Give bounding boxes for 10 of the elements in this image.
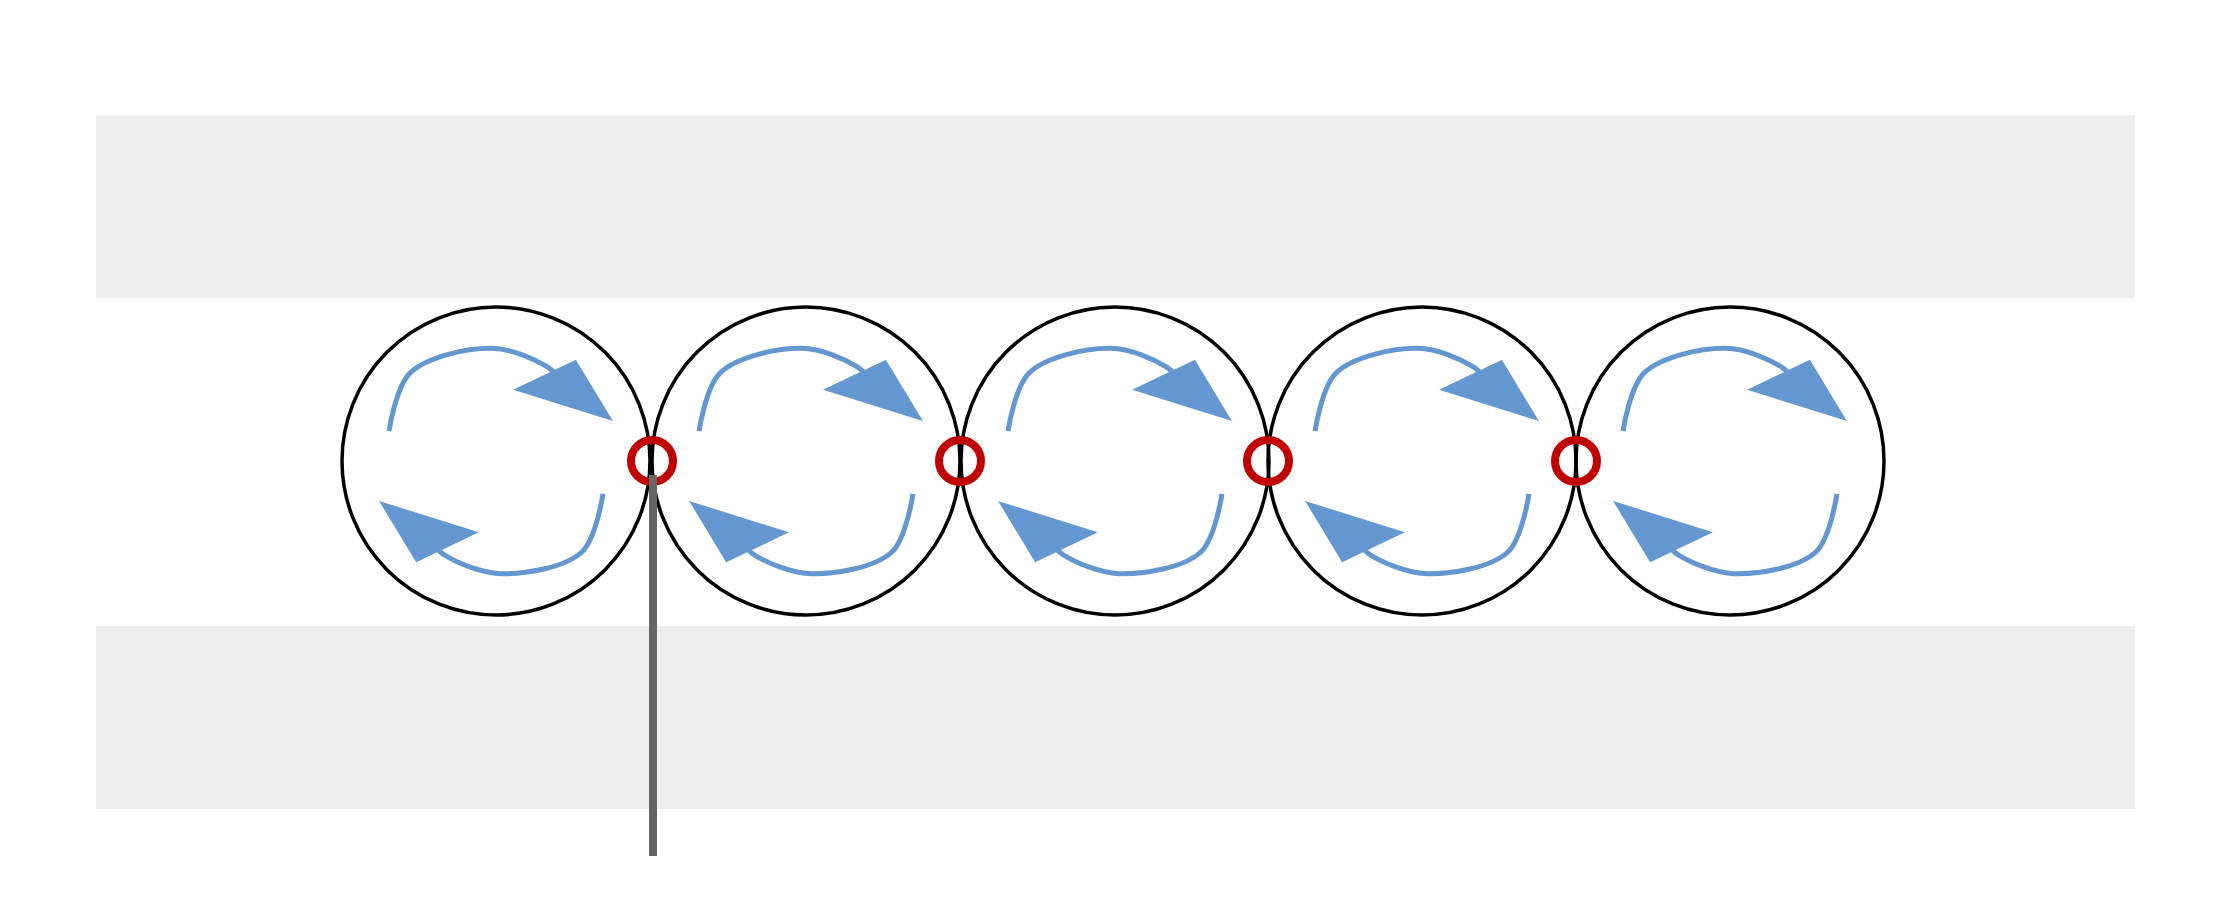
roller-circle [1266, 305, 1578, 617]
roller-circle [340, 305, 652, 617]
roller-circle [650, 305, 962, 617]
contact-ring [627, 436, 677, 486]
roller-circle [1574, 305, 1886, 617]
contact-ring [1243, 436, 1293, 486]
contact-ring [1551, 436, 1601, 486]
contact-ring [935, 436, 985, 486]
band [96, 626, 2135, 809]
roller-circle [959, 305, 1271, 617]
